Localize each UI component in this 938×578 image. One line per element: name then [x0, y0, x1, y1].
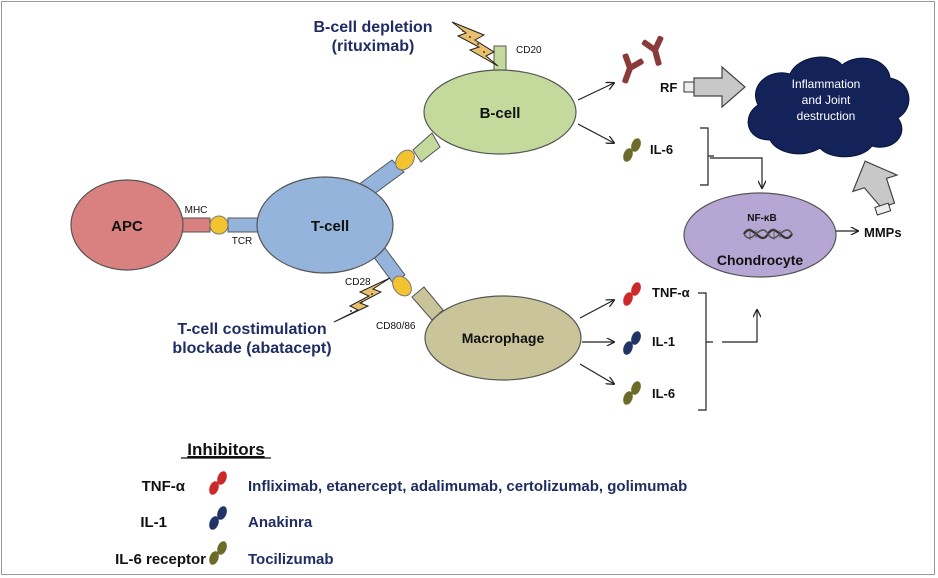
nfkb-label: NF-κB: [747, 213, 776, 224]
apc-label: APC: [111, 218, 143, 235]
mhc-tcr-ligand: [209, 215, 229, 235]
bcell-ligand: [395, 149, 415, 171]
tcell-label: T-cell: [311, 218, 349, 235]
tnf-label: TNF-α: [652, 285, 690, 300]
il6-macrophage-pill-icon: [623, 381, 641, 405]
rf-antibody-icon: [622, 35, 664, 84]
inflammation-cloud: [747, 56, 910, 158]
legend-il1-pill-icon: [209, 506, 227, 530]
macrophage-label: Macrophage: [462, 330, 545, 346]
bcell-label: B-cell: [480, 105, 521, 122]
il6-bracket: [700, 127, 714, 186]
inhibitor-drugs-tnf: Infliximab, etanercept, adalimumab, cert…: [248, 478, 687, 495]
il6-macrophage-label: IL-6: [652, 386, 675, 401]
apc-tcell-link: [179, 215, 261, 235]
apc-cell: [70, 179, 184, 271]
cd20-receptor: [493, 45, 507, 73]
tcr-label: TCR: [232, 236, 253, 247]
rf-block-arrow: [683, 65, 746, 109]
macrophage-products-bracket: [698, 292, 713, 411]
arrows: [577, 83, 858, 384]
inhibitor-target-il1: IL-1: [140, 514, 167, 531]
cloud-line-1: Inflammation: [792, 77, 861, 91]
inhibitor-drugs-il6r: Tocilizumab: [248, 551, 334, 568]
chondrocyte-label: Chondrocyte: [717, 252, 804, 268]
cd20-label: CD20: [516, 45, 542, 56]
il6-bcell-label: IL-6: [650, 142, 673, 157]
cd80-86-label: CD80/86: [376, 321, 416, 332]
inhibitor-target-il6r: IL-6 receptor: [115, 551, 206, 568]
inhibitor-target-tnf: TNF-α: [142, 478, 186, 495]
cd28-label: CD28: [345, 277, 371, 288]
tnf-pill-icon: [623, 282, 641, 306]
tcell-bcell-link: [357, 132, 441, 198]
legend-il6r-pill-icon: [209, 541, 227, 565]
il1-pill-icon: [623, 331, 641, 355]
lightning-icon-rituximab: [451, 21, 499, 67]
inhibitors-title: Inhibitors: [187, 440, 264, 459]
rf-label: RF: [660, 80, 677, 95]
inhibitors-legend: Inhibitors TNF-α Infliximab, etanercept,…: [115, 440, 687, 568]
il6-bcell-pill-icon: [623, 138, 641, 162]
il1-label: IL-1: [652, 334, 675, 349]
t-cell: [256, 176, 394, 274]
inhibitor-drugs-il1: Anakinra: [248, 514, 313, 531]
legend-tnf-pill-icon: [209, 471, 227, 495]
tcell-costim-line-1: T-cell costimulation: [177, 321, 326, 338]
chondrocyte-cell: [683, 192, 837, 278]
mmps-label: MMPs: [864, 225, 902, 240]
mhc-label: MHC: [185, 205, 208, 216]
mmps-block-arrow: [851, 160, 899, 216]
macrophage-cell: [424, 295, 582, 381]
dna-helix-icon: [743, 228, 793, 240]
bcell-depletion-line-1: B-cell depletion: [313, 19, 432, 36]
tcell-costim-line-2: blockade (abatacept): [172, 340, 331, 357]
lightning-icon-abatacept: [333, 277, 391, 323]
cd28-ligand: [392, 275, 412, 297]
cloud-line-2: and Joint: [802, 93, 851, 107]
cloud-line-3: destruction: [797, 109, 856, 123]
bcell-depletion-line-2: (rituximab): [332, 38, 415, 55]
b-cell: [423, 69, 577, 155]
